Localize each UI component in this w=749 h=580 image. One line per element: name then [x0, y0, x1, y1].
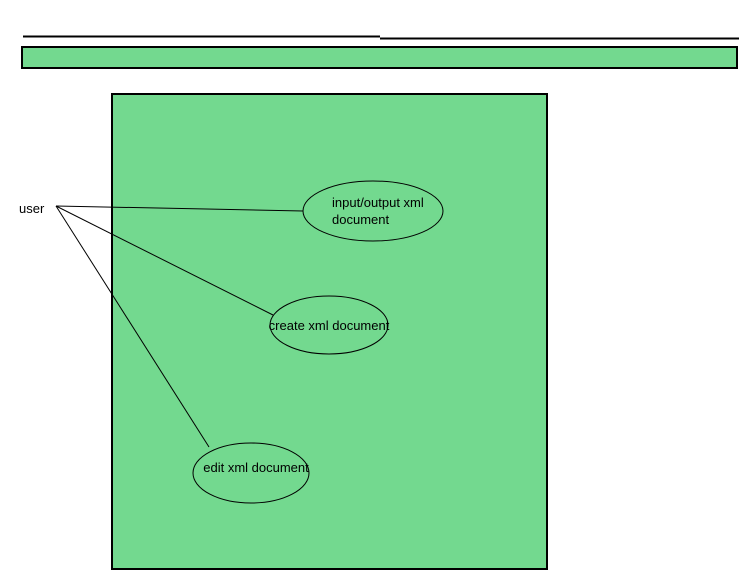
actor-label[interactable]: user — [19, 201, 45, 216]
usecase-label-line: document — [332, 212, 390, 227]
system-boundary — [111, 93, 548, 570]
usecase-ellipse[interactable] — [269, 295, 389, 355]
association-line — [55, 205, 210, 448]
usecase-ellipse[interactable] — [192, 442, 310, 504]
header-bar — [21, 46, 738, 69]
association-line — [55, 205, 304, 212]
usecase-label-input-output-xml-document[interactable]: input/output xml document — [332, 194, 424, 228]
usecase-label-create-xml-document[interactable]: create xml document — [268, 318, 390, 333]
association-line — [55, 205, 274, 316]
usecase-ellipse[interactable] — [302, 180, 444, 242]
usecase-label-line: input/output xml — [332, 195, 424, 210]
usecase-label-edit-xml-document[interactable]: edit xml document — [203, 460, 309, 475]
